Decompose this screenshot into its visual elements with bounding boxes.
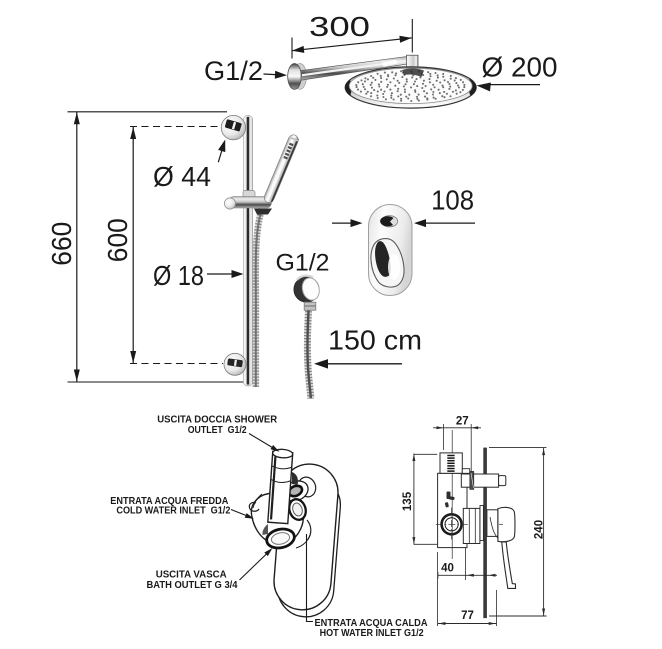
svg-text:Ø 18: Ø 18 [153, 260, 204, 291]
svg-text:300: 300 [309, 11, 370, 42]
svg-text:108: 108 [431, 184, 474, 215]
svg-text:Ø 44: Ø 44 [153, 161, 211, 192]
svg-text:660: 660 [46, 222, 77, 266]
svg-text:40: 40 [441, 562, 454, 574]
svg-text:OUTLET G1/2: OUTLET G1/2 [188, 425, 247, 436]
svg-text:USCITA DOCCIA SHOWER: USCITA DOCCIA SHOWER [157, 414, 278, 425]
svg-text:27: 27 [456, 415, 469, 427]
svg-text:Ø 200: Ø 200 [482, 52, 558, 83]
svg-text:77: 77 [461, 610, 474, 622]
svg-text:HOT WATER INLET G1/2: HOT WATER INLET G1/2 [320, 628, 424, 639]
svg-text:ENTRATA ACQUA FREDDA: ENTRATA ACQUA FREDDA [110, 496, 228, 507]
svg-text:ENTRATA ACQUA CALDA: ENTRATA ACQUA CALDA [315, 618, 428, 629]
svg-text:USCITA VASCA: USCITA VASCA [156, 570, 227, 581]
svg-text:BATH OUTLET G 3/4: BATH OUTLET G 3/4 [147, 580, 238, 591]
svg-text:G1/2: G1/2 [276, 250, 330, 277]
svg-text:COLD WATER INLET G1/2: COLD WATER INLET G1/2 [116, 506, 230, 517]
svg-text:150 cm: 150 cm [328, 325, 422, 356]
svg-text:600: 600 [102, 218, 133, 262]
svg-text:135: 135 [402, 491, 414, 511]
svg-text:240: 240 [533, 520, 545, 539]
svg-text:G1/2: G1/2 [204, 56, 263, 86]
